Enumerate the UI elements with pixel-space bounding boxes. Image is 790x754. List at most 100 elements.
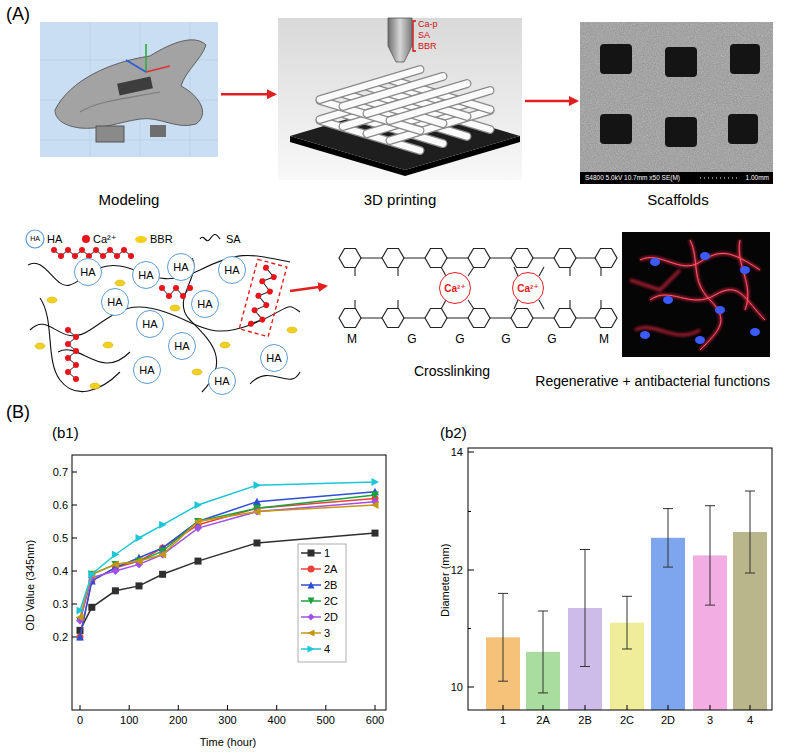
bone-model <box>126 60 146 72</box>
ha-particle: HA <box>218 256 246 284</box>
bar-chart <box>468 448 772 710</box>
tick-label: 0.4 <box>53 565 68 578</box>
crosslink-structure <box>468 309 490 328</box>
sem-info: S4800 5.0kV 10.7mm x50 SE(M) <box>585 174 680 181</box>
subpanel-label: (b1) <box>52 424 79 441</box>
node-text: HA <box>174 340 189 352</box>
composite-schematic <box>270 273 277 280</box>
ha-particle: HA <box>132 261 160 289</box>
composite-schematic <box>239 259 287 336</box>
fluorescence-image <box>750 328 760 336</box>
line-chart <box>72 455 386 710</box>
composite-schematic <box>259 316 266 323</box>
axis-title: Diameter (mm) <box>440 543 453 616</box>
crosslink-structure <box>425 249 447 268</box>
calcium-ion: Ca²⁺ <box>512 272 544 304</box>
legend-swatch <box>82 235 90 243</box>
bone-model <box>40 22 218 157</box>
sem-image <box>600 44 632 74</box>
tick-label: 0.3 <box>53 598 68 611</box>
composite-schematic <box>239 259 287 336</box>
sem-image <box>728 114 758 144</box>
legend-sample <box>26 230 44 248</box>
composite-schematic <box>28 247 326 392</box>
series-marker <box>308 582 315 589</box>
fluorescence-image <box>715 306 725 314</box>
crosslink-structure <box>339 249 361 268</box>
legend-sample <box>200 235 220 241</box>
tick-label: 100 <box>120 714 138 727</box>
composite-schematic <box>290 286 326 291</box>
series-marker <box>308 566 315 573</box>
category-label: 2D <box>661 714 675 727</box>
ha-particle: HA <box>168 332 196 360</box>
composite-schematic <box>65 369 71 375</box>
legend-text: 2C <box>324 595 338 608</box>
legend-sample <box>300 644 322 654</box>
subpanel-label: (b2) <box>440 424 467 441</box>
fluorescence-image <box>630 240 765 350</box>
legend-text: 1 <box>324 547 330 560</box>
node-text: HA <box>173 261 188 273</box>
panel-caption: Crosslinking <box>414 363 490 379</box>
line-chart <box>72 472 375 710</box>
fluorescence-image <box>650 258 660 266</box>
composite-schematic <box>166 293 172 299</box>
bar-chart <box>468 448 772 710</box>
composite-schematic <box>263 301 270 308</box>
node-text: HA <box>197 298 212 310</box>
material-label: Ca-p <box>418 19 438 29</box>
node-text: HA <box>224 264 239 276</box>
legend-sample <box>300 564 322 574</box>
bar-chart <box>498 491 755 693</box>
sem-image <box>580 22 773 172</box>
calcium-ion: Ca²⁺ <box>439 272 471 304</box>
legend-text: BBR <box>150 233 173 246</box>
crosslink-structure <box>554 249 576 268</box>
scaffold-panel: Scaffolds <box>580 22 773 184</box>
ha-particle: HA <box>191 290 219 318</box>
bone-model <box>150 125 166 137</box>
node-text: HA <box>107 296 122 308</box>
node-text: HA <box>214 375 229 387</box>
residue-letter: M <box>347 333 357 347</box>
flow-arrow <box>221 93 275 96</box>
node-text: HA <box>138 269 153 281</box>
node-text: Ca²⁺ <box>444 283 465 294</box>
ha-particle: HA <box>208 367 236 395</box>
material-label: BBR <box>418 41 437 51</box>
composite-schematic <box>72 253 78 259</box>
legend-icon-text: HA <box>30 235 40 243</box>
series-marker <box>308 646 315 653</box>
composite-schematic <box>247 320 254 327</box>
legend-text: 2D <box>324 611 338 624</box>
legend-text: HA <box>47 233 62 246</box>
composite-schematic <box>65 327 71 333</box>
composite-schematic <box>114 253 120 259</box>
composite-schematic <box>115 280 125 286</box>
bone-model <box>55 40 206 128</box>
ha-particle: HA <box>74 258 102 286</box>
composite-schematic <box>73 348 79 354</box>
legend-sample <box>300 548 322 558</box>
legend-text: 4 <box>324 643 330 656</box>
composite-schematic <box>65 355 71 361</box>
composite-schematic <box>287 327 297 333</box>
crosslink-structure <box>511 249 533 268</box>
crosslink-structure <box>355 267 601 309</box>
crosslink-panel: CrosslinkingCa²⁺Ca²⁺ <box>330 235 622 345</box>
composite-schematic <box>58 350 130 363</box>
composite-schematic <box>159 285 193 299</box>
crosslink-structure <box>382 249 404 268</box>
composite-schematic <box>255 292 262 299</box>
fluorescence-image <box>740 266 750 274</box>
fluorescence-image <box>690 240 721 350</box>
tick-label: 0.5 <box>53 532 68 545</box>
composite-schematic <box>266 288 273 295</box>
legend-text: SA <box>226 233 241 246</box>
fluorescence-image <box>640 331 650 339</box>
crosslink-structure <box>382 309 404 328</box>
node-text: HA <box>142 318 157 330</box>
composite-schematic <box>73 362 79 368</box>
composite-schematic <box>121 247 127 253</box>
